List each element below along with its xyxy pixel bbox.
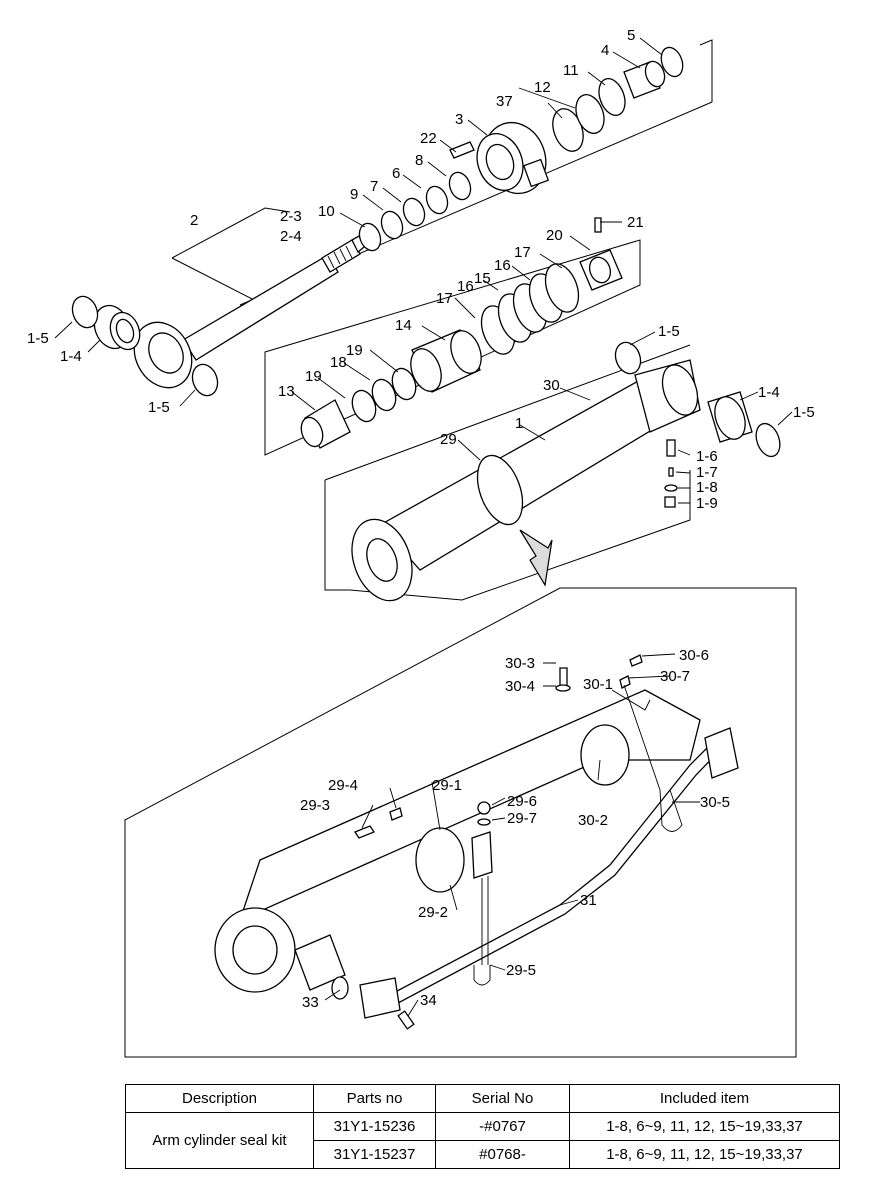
callout-11: 11 bbox=[563, 62, 579, 79]
callout-4: 4 bbox=[601, 42, 609, 59]
callout-30-6: 30-6 bbox=[679, 647, 709, 664]
callout-16a: 16 bbox=[494, 257, 511, 274]
callout-29-6: 29-6 bbox=[507, 793, 537, 810]
callout-10: 10 bbox=[318, 203, 335, 220]
callout-1-5a: 1-5 bbox=[658, 323, 680, 340]
callout-1-7: 1-7 bbox=[696, 464, 718, 481]
detail-clamps bbox=[354, 654, 683, 986]
callout-2-4: 2-4 bbox=[280, 228, 302, 245]
parts-no-cell: 31Y1-15237 bbox=[313, 1140, 436, 1169]
callout-29-4: 29-4 bbox=[328, 777, 358, 794]
callout-29-3: 29-3 bbox=[300, 797, 330, 814]
rod-seals bbox=[358, 141, 475, 252]
callout-22: 22 bbox=[420, 130, 437, 147]
callout-17b: 17 bbox=[436, 290, 453, 307]
callout-1-4a: 1-4 bbox=[60, 348, 82, 365]
parts-no-cell: 31Y1-15236 bbox=[313, 1112, 436, 1141]
header-description: Description bbox=[125, 1084, 314, 1113]
cover-seals bbox=[552, 46, 684, 152]
callout-30-2: 30-2 bbox=[578, 812, 608, 829]
table-row: 31Y1-15237 #0768- 1-8, 6~9, 11, 12, 15~1… bbox=[126, 1140, 840, 1169]
callout-1-5c: 1-5 bbox=[27, 330, 49, 347]
callout-34: 34 bbox=[420, 992, 437, 1009]
piston-parts bbox=[300, 217, 623, 449]
table-row: Arm cylinder seal kit 31Y1-15236 -#0767 … bbox=[125, 1112, 840, 1169]
callout-29-2: 29-2 bbox=[418, 904, 448, 921]
callout-1-6: 1-6 bbox=[696, 448, 718, 465]
callout-6: 6 bbox=[392, 165, 400, 182]
rod-bushing-1-4 bbox=[71, 295, 219, 397]
header-included-item: Included item bbox=[569, 1084, 840, 1113]
callout-30-7: 30-7 bbox=[660, 668, 690, 685]
detail-pipe-31 bbox=[359, 727, 739, 1030]
kit-description: Arm cylinder seal kit bbox=[125, 1112, 314, 1169]
callout-8: 8 bbox=[415, 152, 423, 169]
seal-kit-table: Description Parts no Serial No Included … bbox=[125, 1084, 840, 1169]
callout-29-5: 29-5 bbox=[506, 962, 536, 979]
callout-37: 37 bbox=[496, 93, 513, 110]
callout-14: 14 bbox=[395, 317, 412, 334]
included-item-cell: 1-8, 6~9, 11, 12, 15~19,33,37 bbox=[569, 1140, 840, 1169]
header-parts-no: Parts no bbox=[313, 1084, 436, 1113]
callout-13: 13 bbox=[278, 383, 295, 400]
callout-1-5d: 1-5 bbox=[148, 399, 170, 416]
callout-7: 7 bbox=[370, 178, 378, 195]
callout-18: 18 bbox=[330, 354, 347, 371]
callout-21: 21 bbox=[627, 214, 644, 231]
callout-31: 31 bbox=[580, 892, 597, 909]
arrow-to-detail bbox=[519, 529, 553, 587]
callout-1-8: 1-8 bbox=[696, 479, 718, 496]
callout-30-4: 30-4 bbox=[505, 678, 535, 695]
callout-33: 33 bbox=[302, 994, 319, 1011]
callout-30-3: 30-3 bbox=[505, 655, 535, 672]
rod-cover-3 bbox=[476, 121, 550, 195]
callout-30-5: 30-5 bbox=[700, 794, 730, 811]
callout-5: 5 bbox=[627, 27, 635, 44]
callout-16b: 16 bbox=[457, 278, 474, 295]
callout-20: 20 bbox=[546, 227, 563, 244]
header-serial-no: Serial No bbox=[435, 1084, 570, 1113]
group-frames bbox=[124, 39, 797, 1058]
included-item-cell: 1-8, 6~9, 11, 12, 15~19,33,37 bbox=[569, 1112, 840, 1141]
callout-17a: 17 bbox=[514, 244, 531, 261]
callout-19b: 19 bbox=[305, 368, 322, 385]
callout-15: 15 bbox=[474, 270, 491, 287]
callout-2-3: 2-3 bbox=[280, 208, 302, 225]
callout-29-1: 29-1 bbox=[432, 777, 462, 794]
callout-9: 9 bbox=[350, 186, 358, 203]
callout-29-7: 29-7 bbox=[507, 810, 537, 827]
callout-labels: 5 4 11 12 37 3 22 8 6 7 9 10 2 2-3 2-4 2… bbox=[27, 27, 815, 1011]
callout-30-1: 30-1 bbox=[583, 676, 613, 693]
serial-no-cell: -#0767 bbox=[435, 1112, 570, 1141]
serial-no-cell: #0768- bbox=[435, 1140, 570, 1169]
callout-12: 12 bbox=[534, 79, 551, 96]
callout-1-9: 1-9 bbox=[696, 495, 718, 512]
callout-3: 3 bbox=[455, 111, 463, 128]
cylinder-tube bbox=[351, 341, 781, 602]
callout-29: 29 bbox=[440, 431, 457, 448]
leader-lines bbox=[54, 37, 793, 1017]
piston-rod bbox=[133, 231, 371, 389]
exploded-parts-diagram: 5 4 11 12 37 3 22 8 6 7 9 10 2 2-3 2-4 2… bbox=[27, 27, 815, 1058]
callout-1-5b: 1-5 bbox=[793, 404, 815, 421]
callout-2: 2 bbox=[190, 212, 198, 229]
callout-19a: 19 bbox=[346, 342, 363, 359]
callout-1-4b: 1-4 bbox=[758, 384, 780, 401]
callout-1: 1 bbox=[515, 415, 523, 432]
table-header-row: Description Parts no Serial No Included … bbox=[125, 1084, 840, 1113]
callout-30: 30 bbox=[543, 377, 560, 394]
